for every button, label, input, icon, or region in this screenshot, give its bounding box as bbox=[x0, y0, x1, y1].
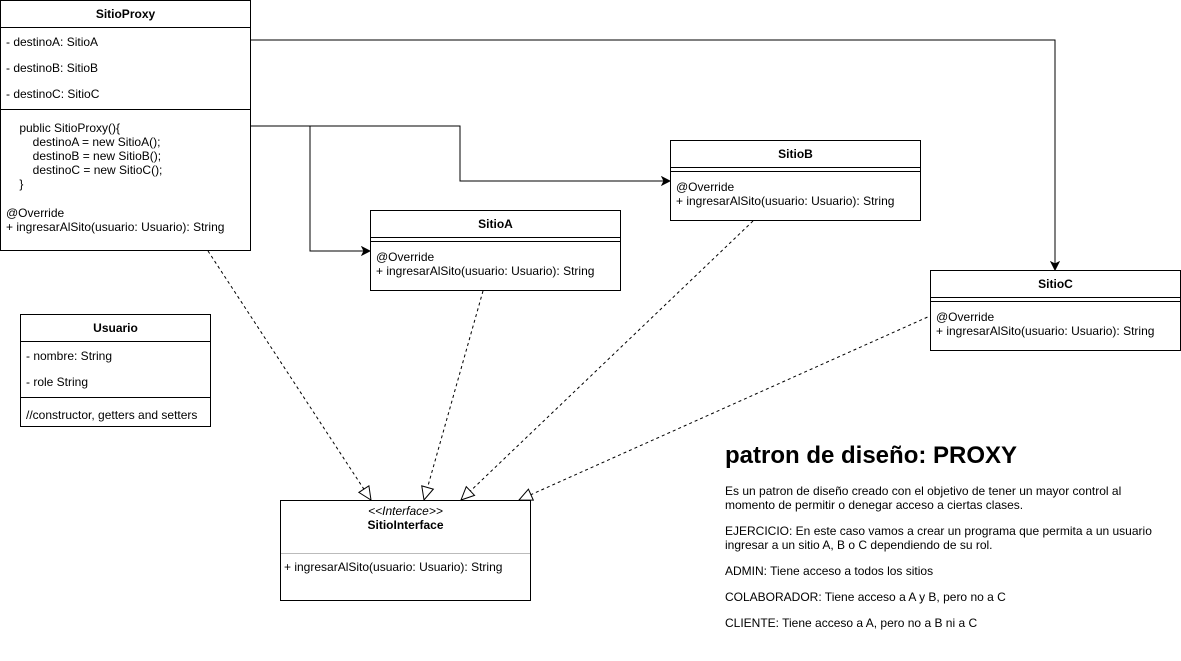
class-sitioc[interactable]: SitioC @Override + ingresarAlSito(usuari… bbox=[930, 270, 1181, 351]
annotation: @Override bbox=[6, 206, 65, 220]
constructor-line: destinoC = new SitioC(); bbox=[6, 163, 163, 177]
attributes-section bbox=[671, 167, 920, 171]
attributes-section bbox=[371, 237, 620, 241]
class-name: Usuario bbox=[93, 321, 138, 335]
interface-name: SitioInterface bbox=[367, 518, 444, 532]
proxy-to-sitiob-association bbox=[250, 125, 670, 181]
pattern-notes: patron de diseño: PROXY Es un patron de … bbox=[725, 442, 1165, 642]
annotation: @Override bbox=[676, 180, 735, 194]
method: + ingresarAlSito(usuario: Usuario): Stri… bbox=[6, 220, 225, 234]
notes-paragraph: CLIENTE: Tiene acceso a A, pero no a B n… bbox=[725, 616, 978, 630]
proxy-realization bbox=[207, 250, 372, 501]
methods-section: @Override + ingresarAlSito(usuario: Usua… bbox=[931, 301, 1180, 338]
method: + ingresarAlSito(usuario: Usuario): Stri… bbox=[676, 194, 895, 208]
method: + ingresarAlSito(usuario: Usuario): Stri… bbox=[936, 324, 1155, 338]
method: + ingresarAlSito(usuario: Usuario): Stri… bbox=[284, 560, 503, 574]
proxy-to-sitioa-association bbox=[309, 126, 370, 251]
class-sitioproxy[interactable]: SitioProxy - destinoA: SitioA - destinoB… bbox=[0, 0, 251, 251]
notes-paragraph: EJERCICIO: En este caso vamos a crear un… bbox=[725, 524, 1152, 552]
annotation: @Override bbox=[376, 250, 435, 264]
method: //constructor, getters and setters bbox=[26, 408, 198, 422]
attribute: - role String bbox=[26, 375, 89, 389]
class-name: SitioProxy bbox=[95, 7, 156, 21]
notes-title: patron de diseño: PROXY bbox=[725, 442, 1018, 469]
attribute: - destinoA: SitioA bbox=[6, 35, 99, 49]
class-name: SitioA bbox=[478, 217, 513, 231]
constructor-line: destinoA = new SitioA(); bbox=[6, 135, 161, 149]
class-sitiob[interactable]: SitioB @Override + ingresarAlSito(usuari… bbox=[670, 140, 921, 221]
class-usuario[interactable]: Usuario - nombre: String - role String /… bbox=[20, 314, 211, 427]
class-name: SitioB bbox=[778, 147, 813, 161]
attributes-section bbox=[931, 297, 1180, 301]
interface-sitiointerface[interactable]: <<Interface>> SitioInterface + ingresarA… bbox=[280, 500, 531, 601]
constructor-line: public SitioProxy(){ bbox=[6, 121, 121, 135]
proxy-to-sitioc-association bbox=[250, 39, 1055, 270]
attributes-section: - destinoA: SitioA - destinoB: SitioB - … bbox=[1, 27, 250, 109]
sitioa-realization bbox=[421, 290, 484, 502]
sitiob-realization bbox=[460, 220, 754, 501]
methods-section: public SitioProxy(){ destinoA = new Siti… bbox=[1, 109, 250, 250]
class-name: SitioC bbox=[1038, 277, 1073, 291]
attribute: - nombre: String bbox=[26, 349, 113, 363]
constructor-line: destinoB = new SitioB(); bbox=[6, 149, 162, 163]
methods-section: @Override + ingresarAlSito(usuario: Usua… bbox=[671, 171, 920, 208]
stereotype: <<Interface>> bbox=[368, 504, 443, 518]
attribute: - destinoC: SitioC bbox=[6, 87, 100, 101]
constructor-line: } bbox=[6, 177, 24, 191]
methods-section: @Override + ingresarAlSito(usuario: Usua… bbox=[371, 241, 620, 278]
class-sitioa[interactable]: SitioA @Override + ingresarAlSito(usuari… bbox=[370, 210, 621, 291]
annotation: @Override bbox=[936, 310, 995, 324]
method: + ingresarAlSito(usuario: Usuario): Stri… bbox=[376, 264, 595, 278]
attribute: - destinoB: SitioB bbox=[6, 61, 99, 75]
notes-paragraph: COLABORADOR: Tiene acceso a A y B, pero … bbox=[725, 590, 1006, 604]
attributes-section: - nombre: String - role String bbox=[21, 341, 210, 397]
methods-section: + ingresarAlSito(usuario: Usuario): Stri… bbox=[281, 553, 530, 574]
notes-paragraph: ADMIN: Tiene acceso a todos los sitios bbox=[725, 564, 934, 578]
methods-section: //constructor, getters and setters bbox=[21, 397, 210, 422]
notes-paragraph: Es un patron de diseño creado con el obj… bbox=[725, 484, 1122, 512]
